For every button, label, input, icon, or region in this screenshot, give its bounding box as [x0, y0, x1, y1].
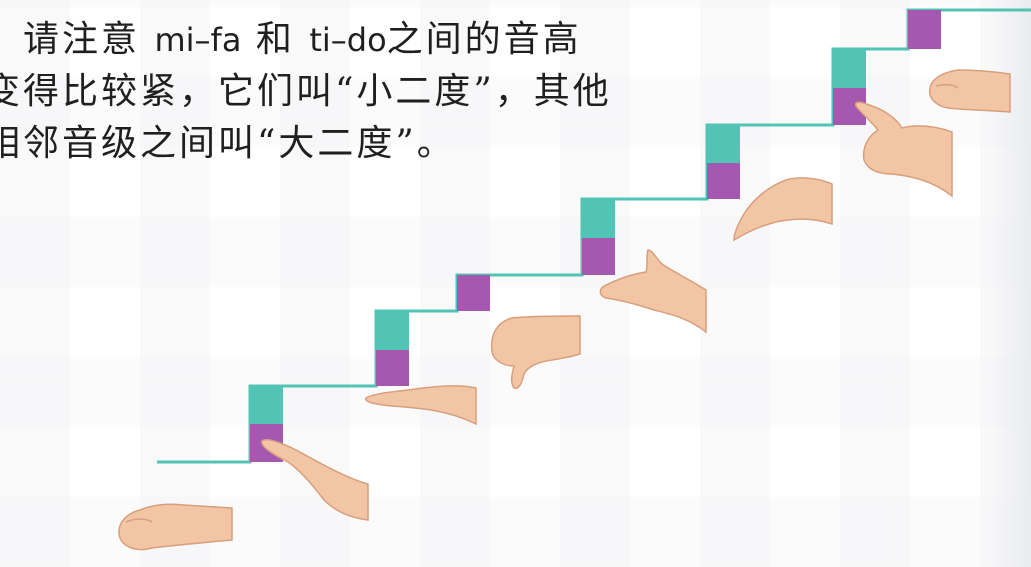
intro-connector: 和	[255, 19, 295, 60]
step-blocks	[250, 10, 941, 462]
intro-paragraph: 请注意 mi–fa 和 ti–do之间的音高 变得比较紧，它们叫“小二度”，其他…	[0, 14, 704, 170]
flat-palm-down-hand-icon	[365, 385, 477, 426]
intro-line-1: 请注意 mi–fa 和 ti–do之间的音高	[0, 14, 704, 66]
intro-line1-suffix: 之间的音高	[386, 19, 582, 60]
intro-line1-prefix: 请注意	[23, 19, 141, 60]
step-3-whole-block	[376, 311, 409, 350]
fist-hand-icon	[118, 503, 233, 551]
step-4-half-block	[457, 275, 490, 311]
step-3-base-block	[376, 350, 409, 386]
step-2-whole-block	[250, 386, 283, 424]
intro-line-3: 相邻音级之间叫“大二度”。	[0, 123, 456, 164]
angled-flat-hand-icon	[261, 438, 369, 521]
fist-hand-icon	[928, 69, 1011, 113]
thumb-down-hand-icon	[490, 315, 581, 390]
pointing-up-hand-icon	[854, 101, 953, 198]
cupped-hand-icon	[733, 177, 833, 242]
open-palm-hand-icon	[599, 249, 707, 334]
step-5-base-block	[582, 238, 615, 275]
step-8-half-block	[908, 10, 941, 49]
intro-line-2: 变得比较紧，它们叫“小二度”，其他	[0, 71, 612, 112]
step-7-whole-block	[833, 49, 866, 88]
step-6-base-block	[707, 163, 740, 199]
step-6-whole-block	[707, 125, 740, 163]
solfege-ti-do: ti–do	[309, 21, 387, 59]
solfege-mi-fa: mi–fa	[154, 21, 242, 59]
step-5-whole-block	[582, 199, 615, 238]
